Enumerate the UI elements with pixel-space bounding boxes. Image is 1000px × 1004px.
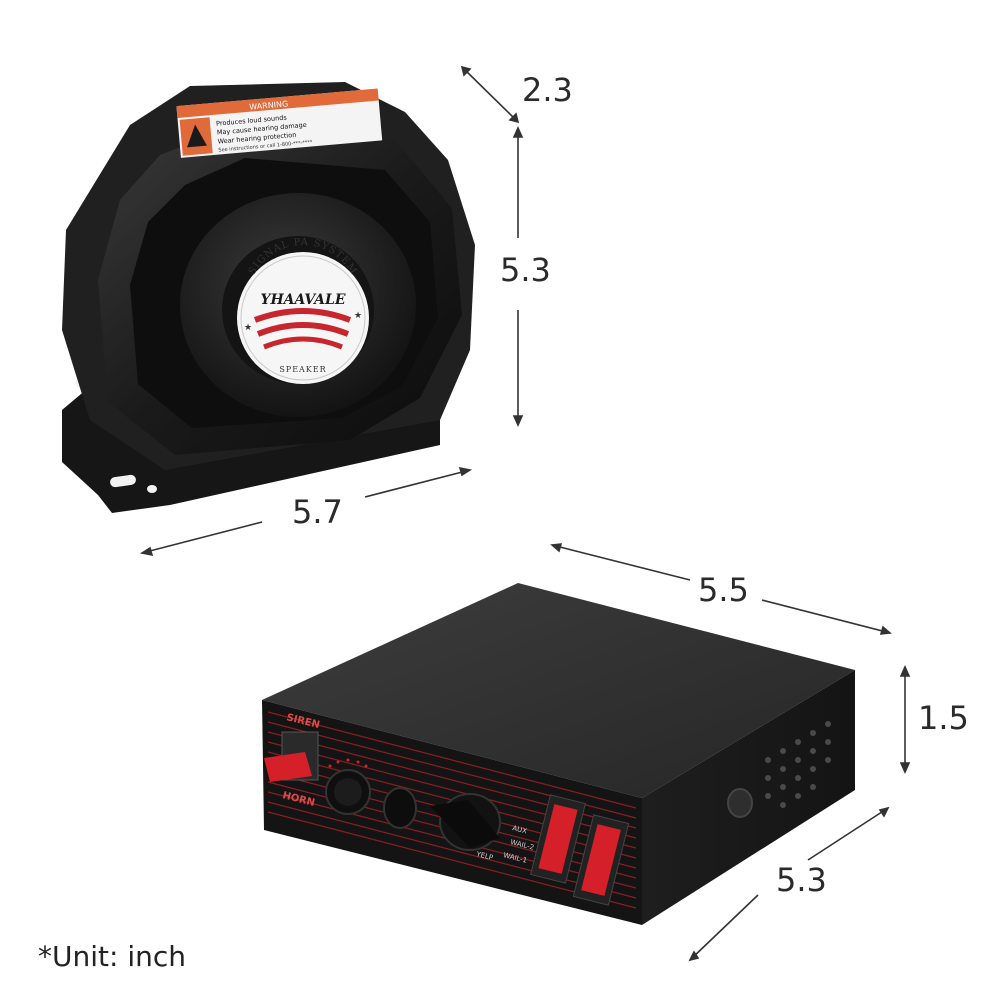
box-dimension-arrows	[550, 543, 911, 962]
warning-triangle-icon	[187, 124, 207, 148]
badge-star-icon: ★	[354, 311, 362, 321]
badge-stripe	[263, 336, 343, 350]
box-width-label: 5.5	[698, 571, 749, 609]
badge-star-icon: ★	[244, 323, 252, 333]
unit-note: *Unit: inch	[38, 940, 186, 973]
volume-knob-cap	[334, 778, 362, 806]
badge-stripe	[253, 308, 352, 323]
badge-brand: YHAAVALE	[260, 292, 345, 308]
volume-scale-dots	[328, 758, 368, 768]
horn-switch[interactable]	[264, 752, 312, 782]
badge-stripe	[256, 322, 350, 337]
warning-title: WARNING	[249, 99, 289, 111]
selector-label-aux: AUX	[512, 824, 528, 835]
rocker-switch-1[interactable]	[538, 804, 578, 874]
speaker-depth-label: 2.3	[522, 71, 573, 109]
bracket-slot	[110, 474, 136, 488]
box-side-port	[727, 788, 753, 818]
box-top	[262, 583, 855, 798]
warning-label: WARNING Produces loud sounds May cause h…	[176, 88, 383, 158]
mode-selector-pointer	[430, 800, 500, 848]
box-vents	[765, 721, 831, 808]
control-box: SIREN HORN AUX WAIL-2 WAIL-1 YELP	[262, 583, 855, 925]
badge-bottom-text: SPEAKER	[279, 365, 326, 374]
tone-knob[interactable]	[383, 787, 417, 829]
speaker-width-label: 5.7	[292, 493, 343, 531]
brand-badge: SIGNAL PA SYSTEM YHAAVALE ★ ★ SPEAKER	[237, 237, 369, 384]
box-height-label: 1.5	[918, 699, 969, 737]
speaker-height-label: 5.3	[500, 251, 551, 289]
speaker-dimension-arrows	[139, 65, 524, 557]
bracket-hole	[147, 485, 157, 493]
box-depth-label: 5.3	[776, 861, 827, 899]
rocker-switch-2[interactable]	[581, 824, 621, 896]
speaker: WARNING Produces loud sounds May cause h…	[62, 82, 475, 513]
